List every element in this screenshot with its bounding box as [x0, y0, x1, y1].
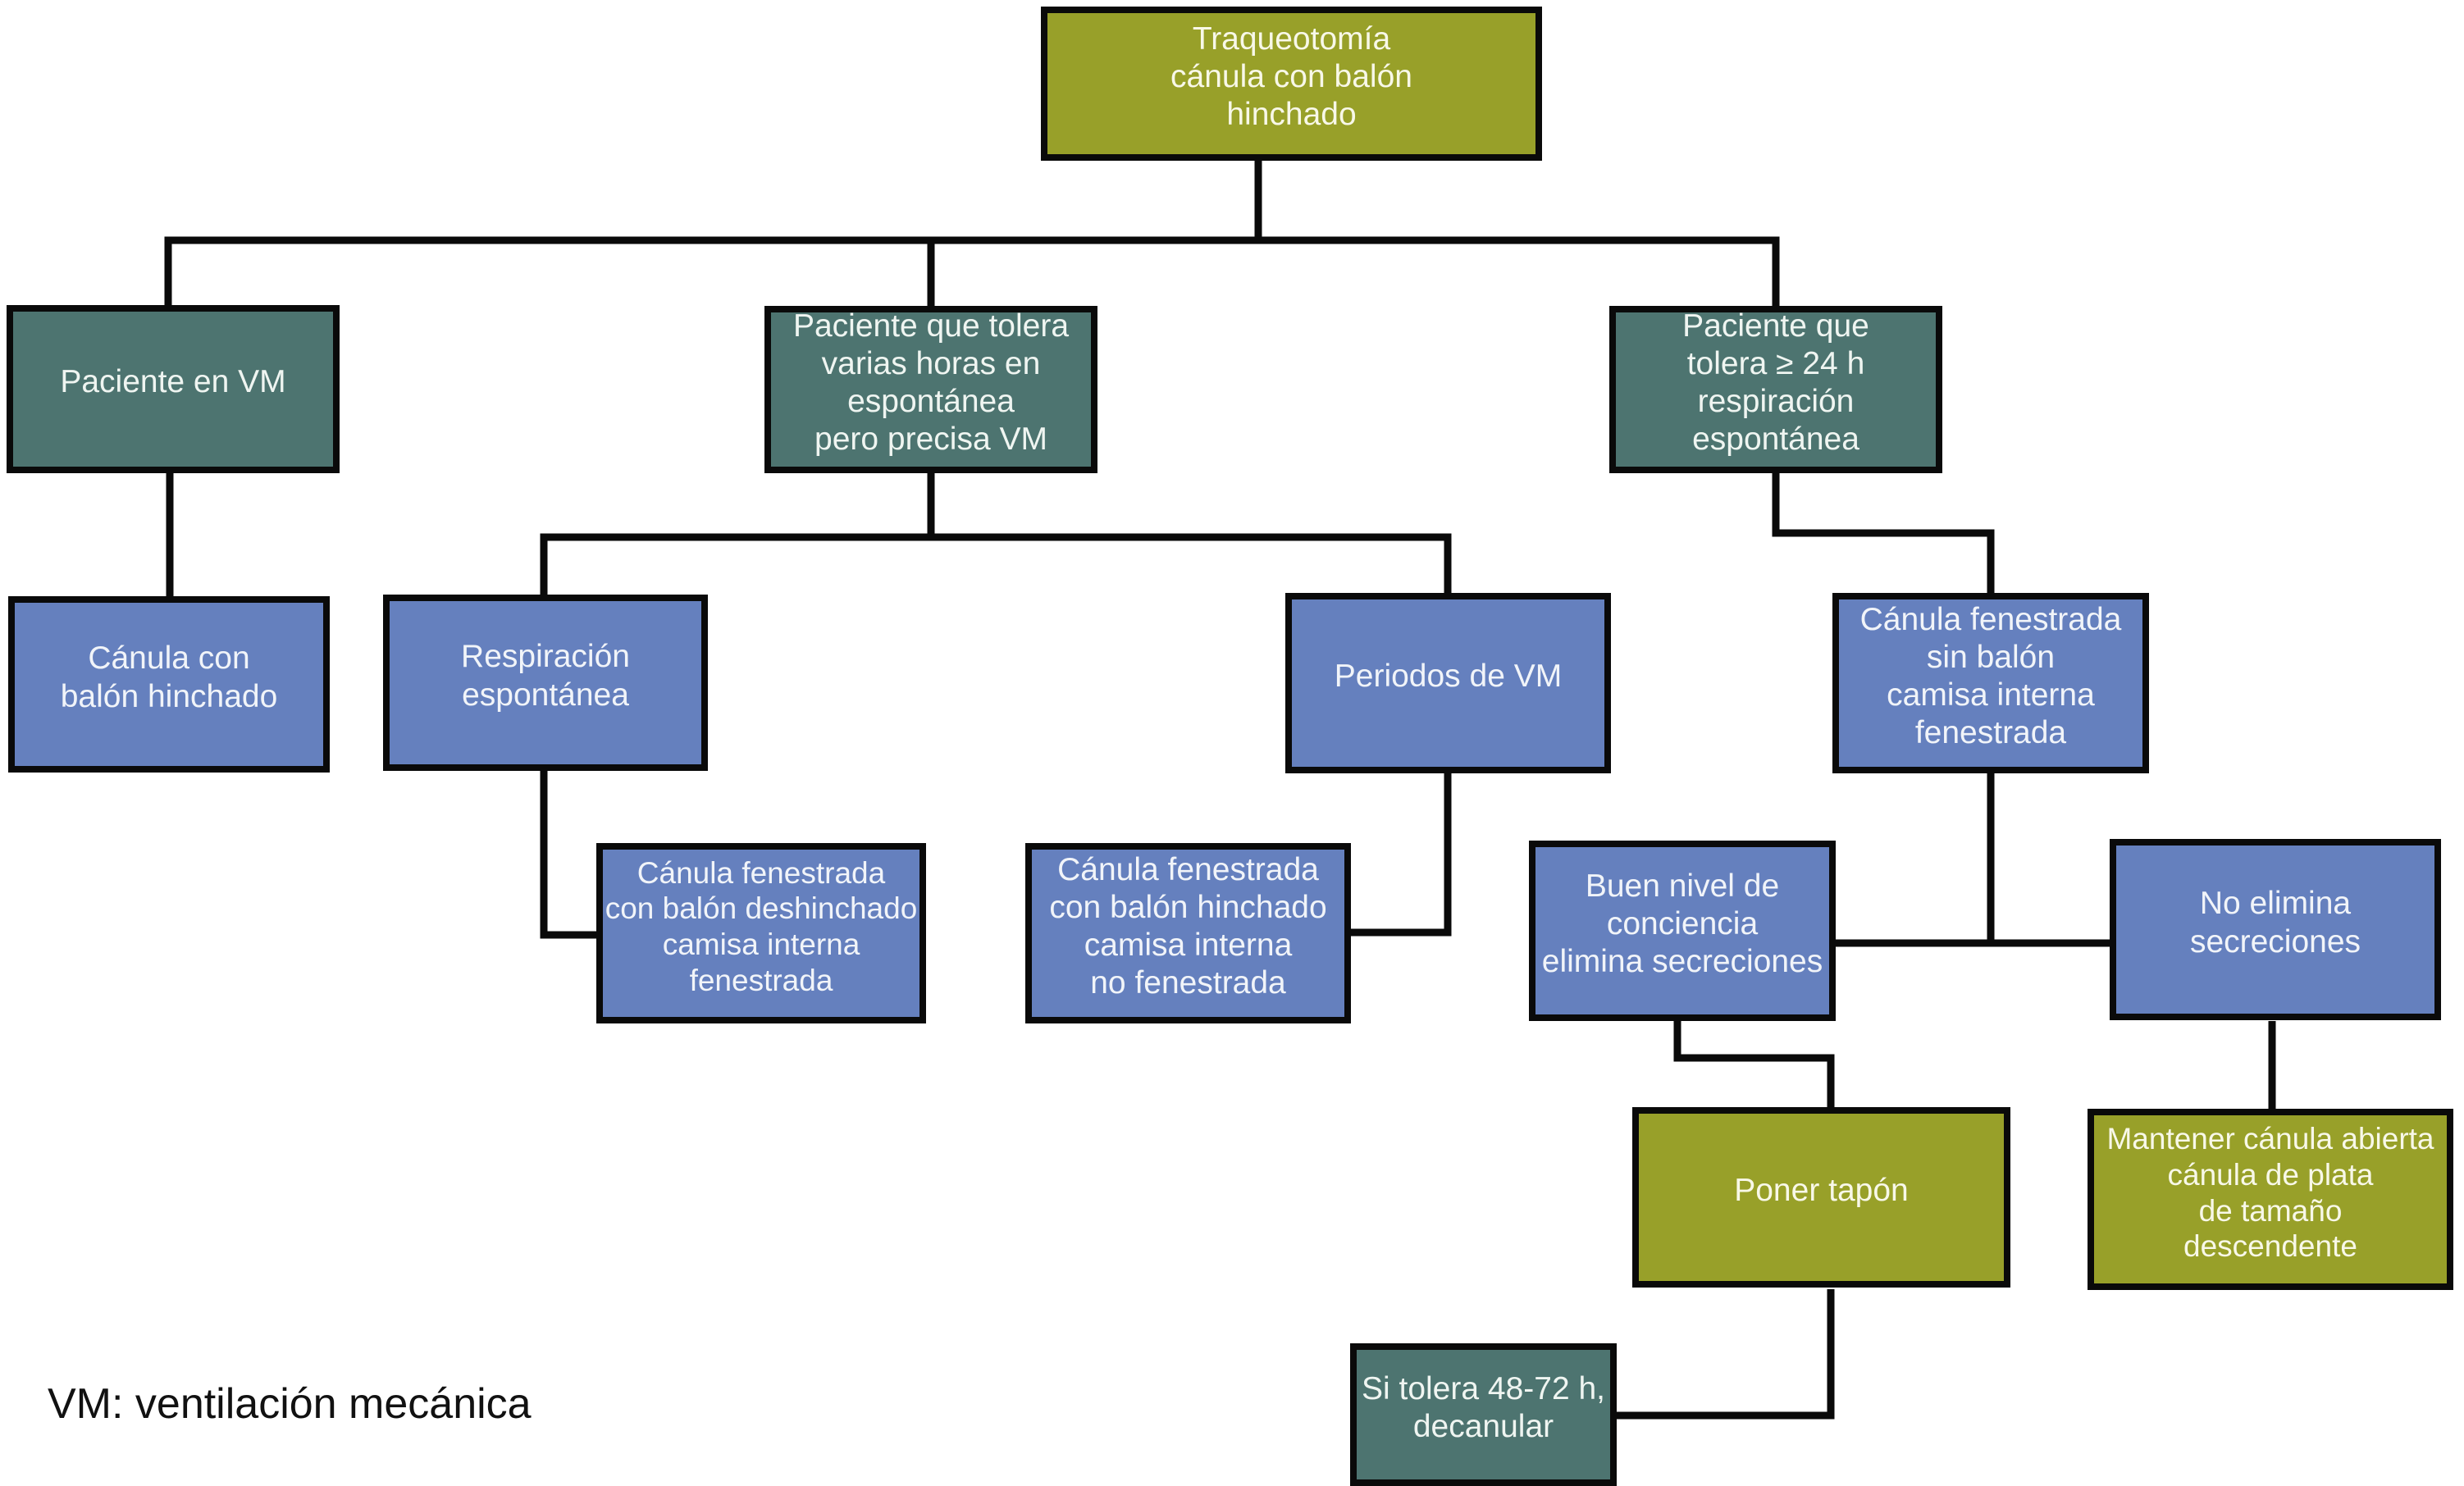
node-canula-fenestrada-no-fenestrada: Cánula fenestrada con balón hinchado cam… [1025, 843, 1351, 1023]
node-canula-fenestrada-sin-balon: Cánula fenestrada sin balón camisa inter… [1832, 593, 2149, 773]
node-mantener-canula-abierta: Mantener cánula abierta cánula de plata … [2088, 1109, 2453, 1290]
node-no-elimina-secreciones: No elimina secreciones [2110, 839, 2441, 1020]
node-canula-fenestrada-deshinchado: Cánula fenestrada con balón deshinchado … [596, 843, 926, 1023]
connector-periodosvm-down [1346, 773, 1452, 937]
node-respiracion-espontanea: Respiración espontánea [383, 595, 708, 771]
node-paciente-tolera-24h: Paciente que tolera ≥ 24 h respiración e… [1609, 306, 1942, 473]
node-periodos-de-vm: Periodos de VM [1285, 593, 1611, 773]
node-canula-balon-hinchado: Cánula con balón hinchado [8, 596, 330, 773]
connector-24h-elbow [1772, 473, 1995, 593]
connector-buen-to-tapon [1673, 1021, 1835, 1107]
legend-vm: VM: ventilación mecánica [48, 1380, 532, 1428]
node-paciente-tolera-horas: Paciente que tolera varias horas en espo… [764, 306, 1097, 473]
connector-split-rail [540, 533, 1452, 595]
connector-tapon-to-decanular [1613, 1289, 1835, 1420]
connector-top-rail [164, 236, 1780, 306]
node-traqueotomia: Traqueotomía cánula con balón hinchado [1041, 7, 1542, 161]
connector-respiracion-down [540, 771, 600, 939]
node-poner-tapon: Poner tapón [1632, 1107, 2010, 1288]
node-paciente-en-vm: Paciente en VM [7, 305, 340, 473]
node-si-tolera-decanular: Si tolera 48-72 h, decanular [1350, 1343, 1617, 1486]
node-buen-nivel-conciencia: Buen nivel de conciencia elimina secreci… [1529, 841, 1836, 1021]
